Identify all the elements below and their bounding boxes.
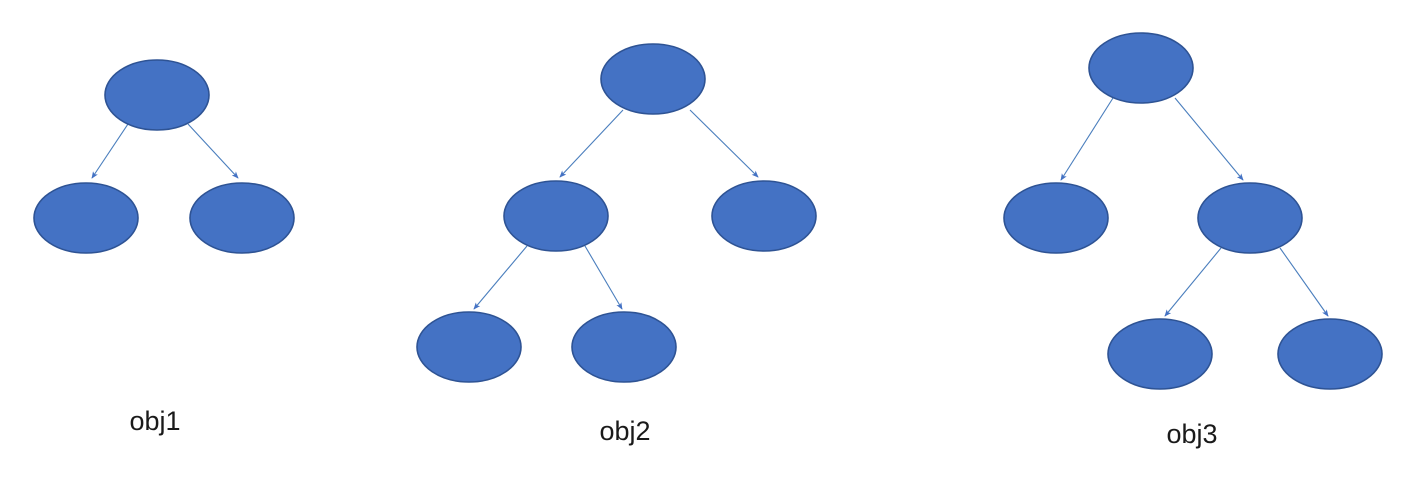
labels-layer: obj1 obj2 obj3 <box>129 406 1217 449</box>
tree-node-ellipse[interactable] <box>600 43 706 115</box>
tree-node-ellipse[interactable] <box>1197 182 1303 254</box>
tree-edge-arrow <box>1279 247 1329 317</box>
tree-node-ellipse[interactable] <box>1107 318 1213 390</box>
tree-edge-arrow <box>473 245 528 310</box>
tree-node-ellipse[interactable] <box>33 182 139 254</box>
tree-edge-arrow <box>91 123 129 179</box>
tree-edge-arrow <box>1060 97 1114 181</box>
tree-edge-arrow <box>1164 247 1222 317</box>
edges-layer <box>91 97 1329 317</box>
tree-node-ellipse[interactable] <box>104 59 210 131</box>
tree-node-ellipse[interactable] <box>1088 32 1194 104</box>
tree-node-ellipse[interactable] <box>1277 318 1383 390</box>
tree-node-ellipse[interactable] <box>1003 182 1109 254</box>
nodes-layer <box>33 32 1383 390</box>
tree-node-ellipse[interactable] <box>503 180 609 252</box>
tree-node-ellipse[interactable] <box>189 182 295 254</box>
tree-node-ellipse[interactable] <box>416 311 522 383</box>
tree-edge-arrow <box>187 123 239 179</box>
tree-caption-label: obj1 <box>129 406 180 436</box>
tree-node-ellipse[interactable] <box>711 180 817 252</box>
tree-edge-arrow <box>1174 97 1244 181</box>
tree-edge-arrow <box>559 109 624 178</box>
tree-edge-arrow <box>689 109 759 178</box>
tree-node-ellipse[interactable] <box>571 311 677 383</box>
tree-caption-label: obj3 <box>1166 419 1217 449</box>
tree-edge-arrow <box>584 245 623 310</box>
tree-caption-label: obj2 <box>599 416 650 446</box>
